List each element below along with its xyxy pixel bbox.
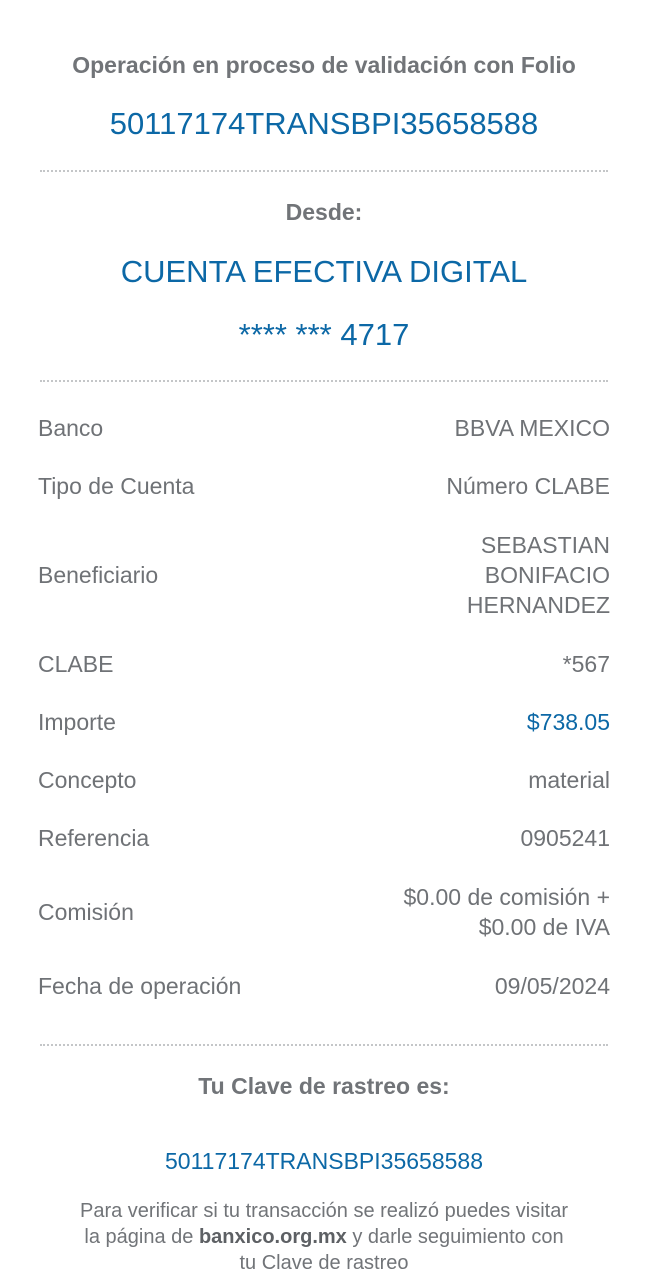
- value-line: $0.00 de comisión +: [403, 884, 611, 910]
- detail-row-banco: Banco BBVA MEXICO: [38, 413, 610, 443]
- tracking-code: 50117174TRANSBPI35658588: [165, 1148, 483, 1174]
- origin-account-name: CUENTA EFECTIVA DIGITAL: [120, 254, 528, 289]
- divider: [40, 380, 608, 382]
- detail-row-comision: Comisión $0.00 de comisión + $0.00 de IV…: [38, 882, 610, 942]
- detail-label: CLABE: [38, 650, 114, 677]
- detail-value: 0905241: [520, 825, 610, 851]
- note-text: y darle seguimiento con tu Clave de rast…: [239, 1226, 564, 1274]
- divider: [40, 170, 608, 172]
- banxico-link[interactable]: banxico.org.mx: [198, 1226, 347, 1248]
- detail-value: SEBASTIAN BONIFACIO HERNANDEZ: [467, 530, 610, 620]
- value-line: BONIFACIO: [484, 562, 610, 588]
- verification-note: Para verificar si tu transacción se real…: [74, 1198, 574, 1276]
- detail-label: Fecha de operación: [38, 972, 242, 999]
- detail-row-concepto: Concepto material: [38, 765, 610, 795]
- detail-label: Concepto: [38, 766, 137, 793]
- detail-row-fecha: Fecha de operación 09/05/2024: [38, 971, 610, 1001]
- origin-label: Desde:: [285, 199, 363, 225]
- detail-label: Tipo de Cuenta: [38, 472, 195, 499]
- origin-account-number: **** *** 4717: [238, 317, 410, 352]
- detail-row-beneficiario: Beneficiario SEBASTIAN BONIFACIO HERNAND…: [38, 530, 610, 620]
- detail-value: *567: [562, 651, 610, 677]
- tracking-label: Tu Clave de rastreo es:: [198, 1073, 450, 1099]
- value-line: HERNANDEZ: [466, 592, 610, 618]
- detail-value: BBVA MEXICO: [454, 415, 610, 441]
- amount-value: $738.05: [526, 709, 610, 735]
- value-line: SEBASTIAN: [480, 532, 610, 558]
- detail-label: Banco: [38, 414, 104, 441]
- detail-value: material: [528, 767, 610, 793]
- detail-row-referencia: Referencia 0905241: [38, 823, 610, 853]
- note-text: Para verificar si tu transacción se real…: [80, 1200, 568, 1248]
- detail-label: Referencia: [38, 824, 150, 851]
- detail-value: 09/05/2024: [494, 973, 610, 999]
- detail-row-importe: Importe $738.05: [38, 707, 610, 737]
- detail-row-tipo-cuenta: Tipo de Cuenta Número CLABE: [38, 471, 610, 501]
- folio-number: 50117174TRANSBPI35658588: [109, 106, 539, 141]
- detail-label: Beneficiario: [38, 561, 159, 588]
- value-line: $0.00 de IVA: [478, 914, 610, 940]
- operation-title: Operación en proceso de validación con F…: [72, 52, 576, 78]
- detail-row-clabe: CLABE *567: [38, 649, 610, 679]
- detail-value: Número CLABE: [446, 473, 610, 499]
- detail-value: $0.00 de comisión + $0.00 de IVA: [404, 882, 611, 942]
- detail-label: Comisión: [38, 898, 134, 925]
- divider: [40, 1044, 608, 1046]
- detail-label: Importe: [38, 708, 116, 735]
